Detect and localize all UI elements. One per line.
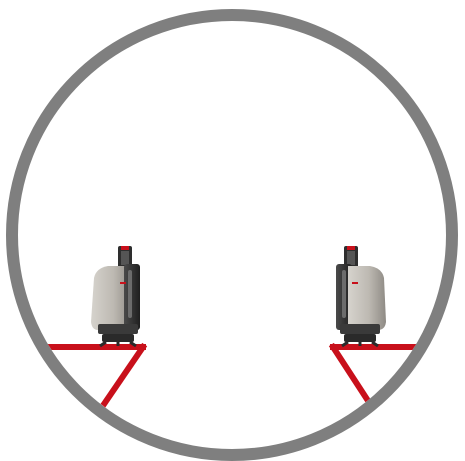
right-laser-scanner-icon [336,246,386,346]
left-laser-scanner-icon [91,246,140,346]
tunnel-ring-icon [12,15,452,455]
